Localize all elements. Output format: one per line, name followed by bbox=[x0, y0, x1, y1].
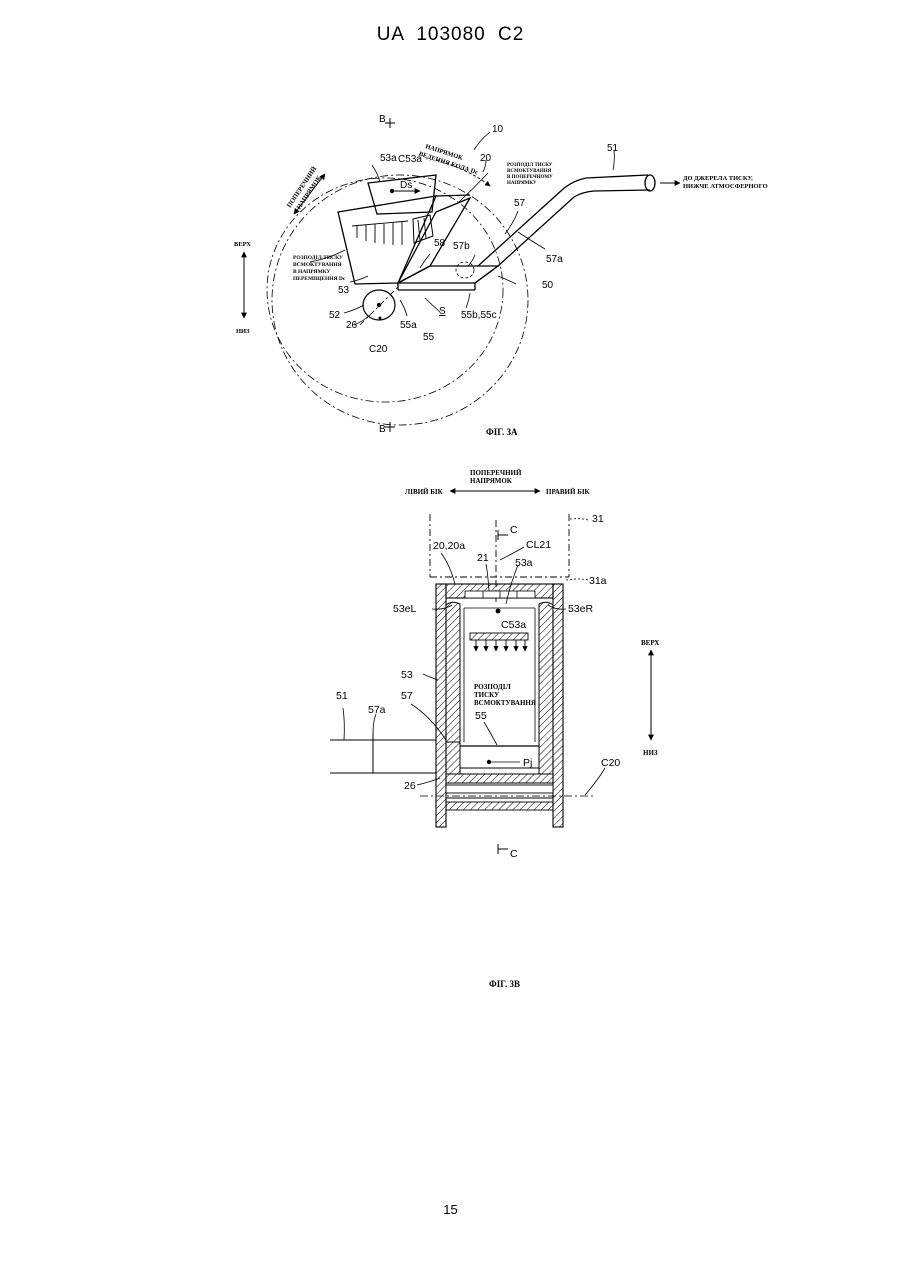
ref-52: 52 bbox=[329, 310, 341, 321]
ref-20: 20 bbox=[480, 153, 492, 164]
ref-57-3b: 57 bbox=[401, 690, 413, 702]
ref-57a-3b: 57a bbox=[368, 704, 386, 716]
to-pressure-source-line2: НИЖЧЕ АТМОСФЕРНОГО bbox=[683, 183, 768, 190]
suction-dist-move-3: В НАПРЯМКУ bbox=[293, 269, 331, 275]
ref-26: 26 bbox=[346, 320, 358, 331]
ref-c20: C20 bbox=[369, 344, 388, 355]
ref-26-3b: 26 bbox=[404, 780, 416, 792]
ref-55-3b: 55 bbox=[475, 710, 487, 722]
transverse-label-3b-line2: НАПРЯМОК bbox=[470, 477, 513, 485]
ref-31a: 31a bbox=[589, 575, 607, 587]
figure-3b: ПОПЕРЕЧНИЙ НАПРЯМОК ЛІВИЙ БІК ПРАВИЙ БІК bbox=[330, 469, 659, 989]
ref-51-3b: 51 bbox=[336, 690, 348, 702]
ref-53el: 53eL bbox=[393, 603, 417, 615]
ref-21: 21 bbox=[477, 552, 489, 564]
ref-cl21: CL21 bbox=[526, 539, 551, 551]
section-b-top: B bbox=[379, 114, 386, 125]
right-side-label: ПРАВИЙ БІК bbox=[546, 488, 591, 496]
ref-53: 53 bbox=[338, 285, 350, 296]
ref-pj: Pj bbox=[523, 757, 532, 769]
ref-58: 58 bbox=[434, 238, 446, 249]
suction-dist-3b-1: РОЗПОДІЛ bbox=[474, 683, 511, 691]
transverse-label-3b-line1: ПОПЕРЕЧНИЙ bbox=[470, 469, 522, 477]
section-c-bottom: C bbox=[510, 848, 518, 860]
ref-50: 50 bbox=[542, 280, 554, 291]
ref-s: S bbox=[439, 306, 446, 317]
suction-pressure-arrows-3b bbox=[470, 633, 528, 651]
ref-ds: Ds bbox=[400, 180, 412, 191]
ref-10: 10 bbox=[492, 124, 504, 135]
up-label-3a: ВЕРХ bbox=[234, 241, 251, 248]
suction-dist-move-2: ВСМОКТУВАННЯ bbox=[293, 262, 342, 268]
ref-53-3b: 53 bbox=[401, 669, 413, 681]
to-pressure-source-line1: ДО ДЖЕРЕЛА ТИСКУ, bbox=[683, 175, 753, 182]
ref-c20-3b: C20 bbox=[601, 757, 620, 769]
suction-dist-transverse-2: ВСМОКТУВАННЯ bbox=[507, 169, 552, 174]
suction-dist-move-1: РОЗПОДІЛ ТИСКУ bbox=[293, 255, 343, 261]
ref-51: 51 bbox=[607, 143, 619, 154]
suction-dist-move-4: ПЕРЕМІЩЕННЯ Dc bbox=[293, 276, 346, 282]
suction-tube-3a bbox=[478, 175, 655, 266]
down-label-3b: НИЗ bbox=[643, 749, 658, 757]
section-b-bottom: B bbox=[379, 424, 386, 435]
ref-20-20a: 20,20a bbox=[433, 540, 465, 552]
ref-53er: 53eR bbox=[568, 603, 594, 615]
suction-dist-3b-3: ВСМОКТУВАННЯ bbox=[474, 699, 536, 707]
wheel-wall-right bbox=[553, 584, 563, 827]
suction-dist-transverse-4: НАПРЯМКУ bbox=[507, 181, 537, 186]
section-c-top: C bbox=[510, 524, 518, 536]
ref-53a-3b: 53a bbox=[515, 557, 533, 569]
ref-55bc: 55b,55c bbox=[461, 310, 497, 321]
suction-dist-transverse-3: В ПОПЕРЕЧНОМУ bbox=[507, 175, 553, 180]
figure-3a: B B 10 20 51 53a C53a Ds 57 57a 57b 58 5… bbox=[234, 114, 768, 437]
ref-57b: 57b bbox=[453, 241, 470, 252]
figure-3b-caption: ФІГ. 3В bbox=[489, 979, 520, 989]
suction-dist-transverse-1: РОЗПОДІЛ ТИСКУ bbox=[507, 163, 553, 168]
suction-dist-3b-2: ТИСКУ bbox=[474, 691, 499, 699]
ref-57a: 57a bbox=[546, 254, 563, 265]
left-side-label: ЛІВИЙ БІК bbox=[405, 488, 444, 496]
up-label-3b: ВЕРХ bbox=[641, 639, 659, 647]
suction-pad-body bbox=[338, 175, 498, 290]
figure-3a-caption: ФІГ. 3А bbox=[486, 427, 518, 437]
ref-c53a-3b: C53a bbox=[501, 619, 526, 631]
pad-bottom-wall bbox=[446, 774, 553, 783]
ref-57: 57 bbox=[514, 198, 526, 209]
ref-31: 31 bbox=[592, 513, 604, 525]
ref-55: 55 bbox=[423, 332, 435, 343]
ref-53a: 53a bbox=[380, 153, 397, 164]
down-label-3a: НИЗ bbox=[236, 328, 250, 335]
wheel-wall-left bbox=[436, 584, 446, 827]
page-number: 15 bbox=[0, 1202, 901, 1217]
ref-55a: 55a bbox=[400, 320, 417, 331]
